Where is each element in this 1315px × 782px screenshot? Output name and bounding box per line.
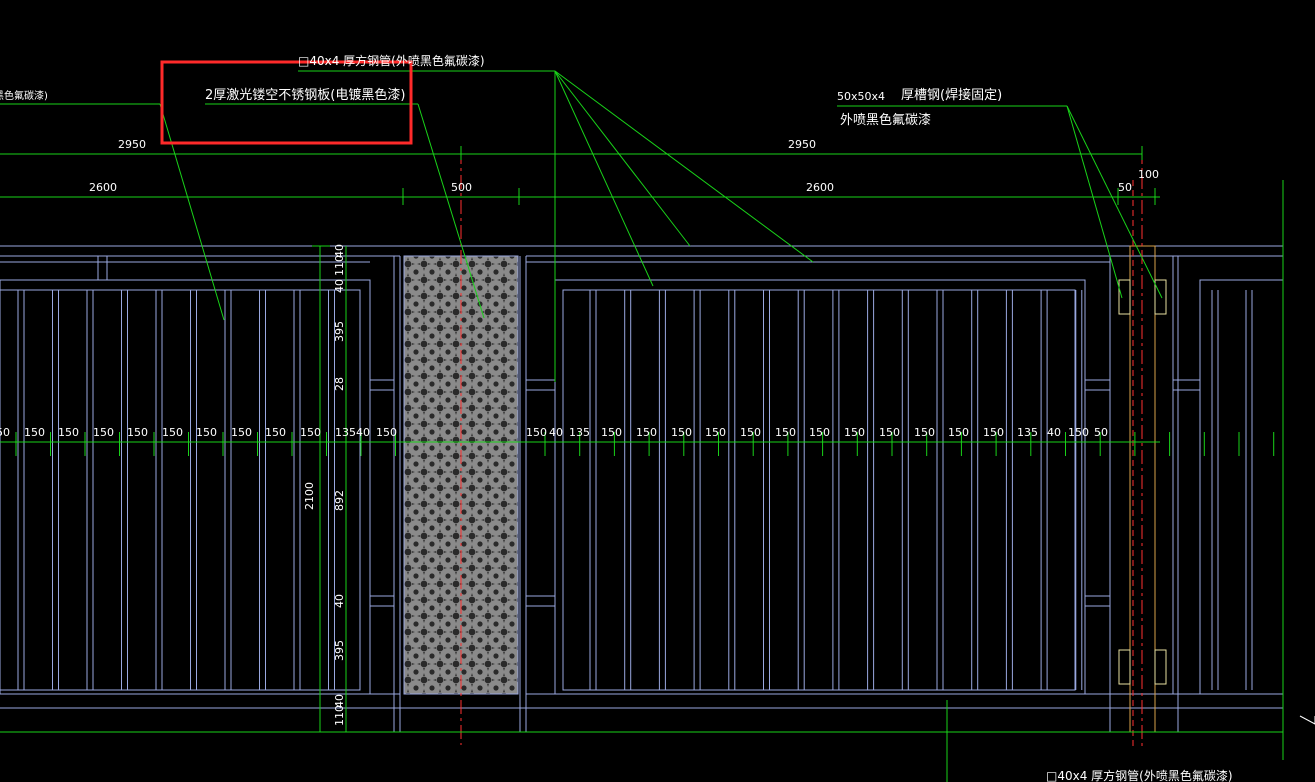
note-channel-finish: 外喷黑色氟碳漆	[840, 112, 931, 128]
post-plate-bl	[1118, 649, 1131, 685]
spacing-label-right: 150	[1068, 426, 1089, 439]
vertical-dim-label: 28	[333, 377, 346, 391]
right-panel-inner	[562, 289, 1076, 691]
spacing-label-left: 150	[93, 426, 114, 439]
spacing-label-right: 135	[1017, 426, 1038, 439]
post-plate-tl	[1118, 279, 1131, 315]
spacing-label-right: 150	[740, 426, 761, 439]
dim-post-gap: 50	[1118, 181, 1132, 194]
spacing-label-left: 150	[265, 426, 286, 439]
post-plate-br	[1154, 649, 1167, 685]
far-right-connector	[1172, 379, 1201, 391]
right-connector-top-r	[1084, 379, 1111, 391]
spacing-label-left: 150	[196, 426, 217, 439]
right-connector-bottom-r	[1084, 595, 1111, 607]
vertical-dim-label: 40	[333, 244, 346, 258]
note-bottom-right: □40x4 厚方钢管(外喷黑色氟碳漆)	[1046, 768, 1233, 782]
spacing-label-left: 150	[127, 426, 148, 439]
dim-top-right-span: 2950	[788, 138, 816, 151]
spacing-label-right: 150	[671, 426, 692, 439]
spacing-label-right: 150	[809, 426, 830, 439]
spacing-label-left: 50	[0, 426, 10, 439]
spacing-label-left: 150	[231, 426, 252, 439]
spacing-dimension-labels: 5015015015015015015015015015013540150150…	[0, 426, 1108, 439]
spacing-label-left: 150	[376, 426, 397, 439]
dim-top-left-span: 2950	[118, 138, 146, 151]
leader-laser-diag	[417, 103, 485, 319]
dim-left-panel: 2600	[89, 181, 117, 194]
leader-tube-d1	[554, 70, 654, 287]
left-panel-frame	[0, 279, 371, 695]
leader-channel-d1	[1066, 105, 1123, 299]
leader-channel-d2	[1066, 105, 1163, 299]
spacing-label-right: 50	[1094, 426, 1108, 439]
spacing-label-right: 40	[549, 426, 563, 439]
spacing-label-right: 150	[526, 426, 547, 439]
leader-tube-d2	[554, 70, 691, 247]
leader-lines	[0, 70, 1315, 782]
dim-post-width: 100	[1138, 168, 1159, 181]
vertical-dim-label: 40	[333, 694, 346, 708]
dim-overall-height: 2100	[303, 482, 316, 510]
vertical-dim-label: 40	[333, 279, 346, 293]
spacing-label-right: 135	[569, 426, 590, 439]
vertical-dim-label: 395	[333, 640, 346, 661]
spacing-label-right: 150	[775, 426, 796, 439]
spacing-label-left: 135	[335, 426, 356, 439]
spacing-label-right: 150	[636, 426, 657, 439]
vertical-dim-label: 892	[333, 490, 346, 511]
break-mark	[1299, 715, 1315, 725]
highlight-box	[160, 60, 413, 145]
spacing-label-left: 150	[162, 426, 183, 439]
vertical-dim-label: 40	[333, 594, 346, 608]
right-connector-bottom-l	[525, 595, 556, 607]
centerlines	[460, 150, 1143, 750]
leader-tube-d3	[554, 70, 814, 263]
note-channel-size: 50x50x4	[837, 90, 885, 103]
right-connector-top-l	[525, 379, 556, 391]
spacing-label-left: 40	[356, 426, 370, 439]
note-left-cut: 黑色氟碳漆)	[0, 89, 48, 102]
spacing-label-right: 150	[948, 426, 969, 439]
spacing-label-right: 150	[983, 426, 1004, 439]
spacing-label-right: 150	[914, 426, 935, 439]
vertical-dim-label: 395	[333, 321, 346, 342]
right-panel-frame	[554, 279, 1086, 695]
left-panel-inner	[0, 289, 361, 691]
spacing-label-right: 150	[601, 426, 622, 439]
post-plate-tr	[1154, 279, 1167, 315]
dimension-lines	[0, 146, 1284, 760]
spacing-label-right: 150	[879, 426, 900, 439]
spacing-label-right: 150	[705, 426, 726, 439]
note-tube-top: □40x4 厚方钢管(外喷黑色氟碳漆)	[298, 53, 485, 68]
spacing-label-right: 150	[844, 426, 865, 439]
dim-right-panel: 2600	[806, 181, 834, 194]
spacing-label-left: 150	[58, 426, 79, 439]
vertical-dim-label: 110	[333, 705, 346, 726]
note-laser-panel: 2厚激光镂空不锈钢板(电镀黑色漆)	[205, 87, 405, 103]
spacing-label-left: 150	[24, 426, 45, 439]
note-channel-desc: 厚槽钢(焊接固定)	[901, 87, 1002, 103]
spacing-label-right: 40	[1047, 426, 1061, 439]
dim-middle-panel: 500	[451, 181, 472, 194]
leader-left-diag	[159, 103, 225, 321]
spacing-label-left: 150	[300, 426, 321, 439]
railing-frame	[0, 245, 1284, 733]
vertical-dim-label: 110	[333, 255, 346, 276]
